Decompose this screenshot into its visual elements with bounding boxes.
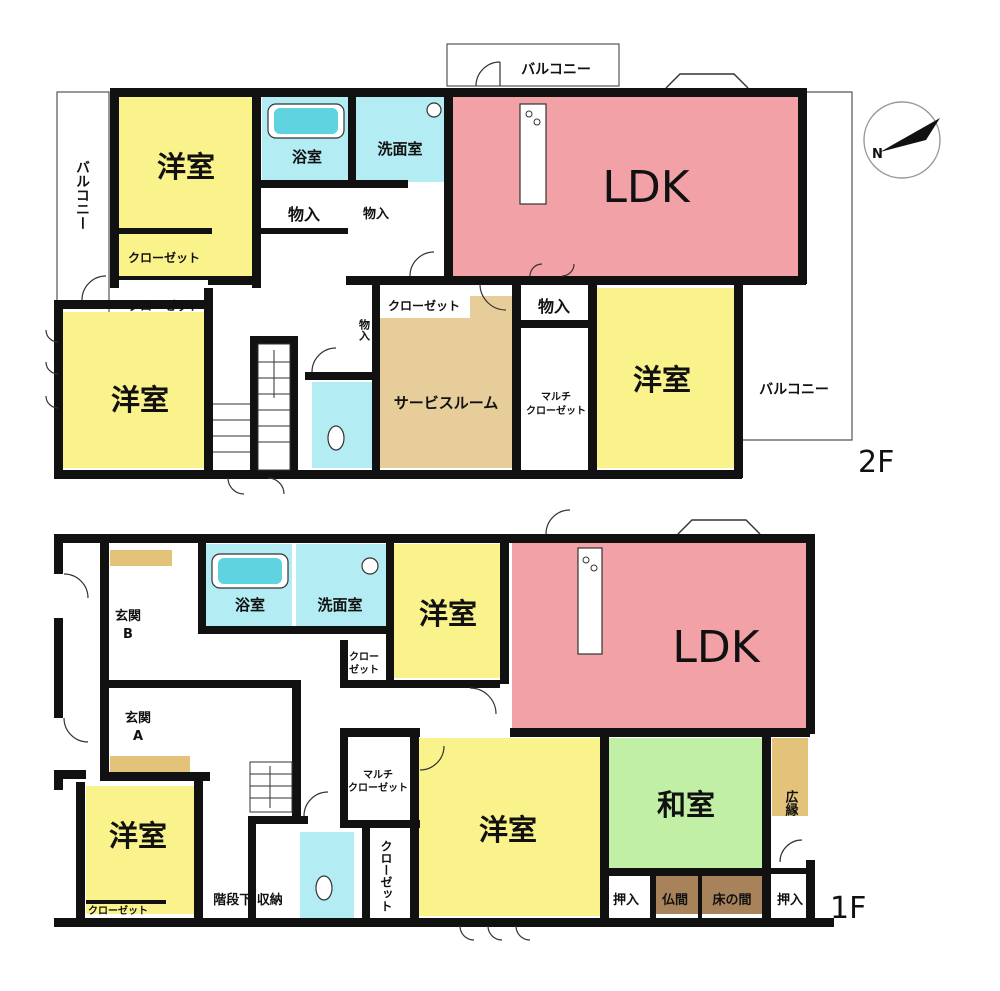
label-genkan-b-1: 玄関	[115, 608, 141, 624]
label-washroom-2f: 洗面室	[377, 140, 422, 158]
label-genkan-a-2: A	[133, 729, 143, 744]
label-hiroen: 広縁	[783, 789, 799, 817]
floor-2: 洋室 浴室 洗面室 LDK クローゼット クローゼット 物入 物入 物入 物入 …	[45, 43, 894, 495]
label-closet-sw: クローゼット	[88, 904, 148, 917]
label-tokonoma: 床の間	[712, 892, 751, 908]
room-youshitsu-sw-1f	[86, 786, 194, 914]
label-storage-d: 物入	[358, 318, 371, 342]
label-bath-2f: 浴室	[292, 148, 322, 166]
room-ldk-1f	[512, 542, 810, 728]
stairs-2f	[213, 343, 291, 471]
label-balcony-west: バルコニー	[74, 160, 90, 230]
label-genkan-b-2: B	[123, 627, 133, 642]
walls-2f	[54, 88, 807, 479]
room-tokonoma	[700, 876, 762, 914]
floor-label-2f: 2F	[858, 445, 894, 480]
room-youshitsu-c	[418, 738, 602, 916]
room-youshitsu-sw	[62, 312, 208, 468]
genkan-b-step	[110, 550, 172, 566]
bay-window-1f	[677, 519, 761, 535]
label-genkan-a-1: 玄関	[125, 710, 151, 726]
compass: N	[863, 101, 941, 179]
floor-1: 浴室 洗面室 洋室 LDK 玄関 B 玄関 A クロー ゼット マルチ クローゼ…	[54, 509, 866, 941]
room-washroom-1f	[296, 544, 386, 630]
label-butsuma: 仏間	[662, 893, 688, 908]
label-youshitsu-e: 洋室	[633, 363, 691, 397]
label-closet-a: クローゼット	[128, 250, 200, 265]
compass-needle-icon	[880, 118, 940, 152]
label-oshiire-b: 押入	[777, 892, 803, 908]
compass-north: N	[872, 147, 883, 162]
fixtures-2f	[267, 102, 547, 451]
label-storage-b: 物入	[363, 206, 389, 222]
label-multi-closet-2f-1: マルチ	[541, 391, 571, 403]
bay-window-2f	[665, 73, 749, 89]
label-youshitsu-sw-1f: 洋室	[109, 819, 167, 853]
label-stair-storage: 階段下 収納	[213, 892, 283, 908]
walls-1f	[54, 534, 834, 927]
label-washroom-1f: 洗面室	[317, 596, 362, 614]
doors-1f	[63, 509, 803, 941]
label-multi-closet-1f-1: マルチ	[363, 769, 393, 781]
room-youshitsu-e	[594, 288, 734, 468]
fixtures-1f	[211, 547, 603, 901]
room-ldk-2f	[452, 96, 804, 276]
room-toilet-1f	[300, 832, 354, 918]
label-closet-b: クローゼット	[128, 298, 200, 313]
label-washitsu: 和室	[657, 788, 715, 822]
room-youshitsu-n	[394, 544, 502, 678]
label-closet-c: クローゼット	[388, 298, 460, 313]
room-toilet-2f	[312, 382, 372, 468]
balcony-top	[446, 43, 620, 87]
room-butsuma	[654, 876, 698, 914]
label-closet-small-2: ゼット	[349, 663, 379, 676]
label-storage-a: 物入	[288, 205, 320, 224]
label-closet-v: クローゼット	[379, 840, 393, 912]
label-youshitsu-n: 洋室	[419, 597, 477, 631]
label-multi-closet-1f-2: クローゼット	[348, 781, 408, 794]
doors-2f	[45, 61, 575, 495]
genkan-a-step	[110, 756, 190, 774]
label-balcony-top: バルコニー	[521, 62, 591, 78]
room-youshitsu-nw	[118, 96, 252, 276]
label-oshiire-a: 押入	[613, 892, 639, 908]
label-multi-closet-2f-2: クローゼット	[526, 404, 586, 417]
label-closet-small-1: クロー	[349, 651, 379, 663]
label-youshitsu-sw: 洋室	[111, 383, 169, 417]
stairs-1f	[249, 761, 293, 813]
room-washitsu	[606, 738, 762, 868]
label-bath-1f: 浴室	[235, 596, 265, 614]
floor-label-1f: 1F	[830, 891, 866, 926]
label-ldk-2f: LDK	[602, 162, 690, 213]
label-balcony-east: バルコニー	[759, 382, 829, 398]
label-youshitsu-nw: 洋室	[157, 150, 215, 184]
label-service-room: サービスルーム	[394, 394, 499, 412]
label-storage-c: 物入	[538, 297, 570, 316]
label-youshitsu-c: 洋室	[479, 813, 537, 847]
room-service	[376, 296, 512, 468]
room-hiroen	[772, 738, 808, 816]
label-ldk-1f: LDK	[672, 622, 760, 673]
